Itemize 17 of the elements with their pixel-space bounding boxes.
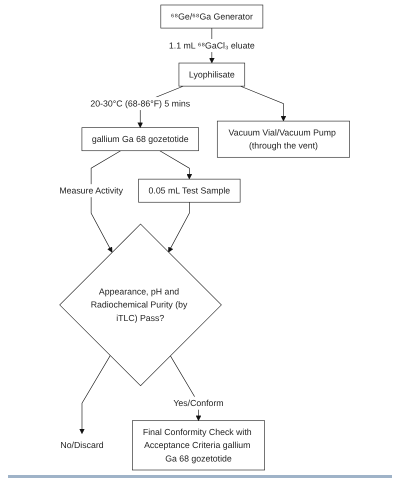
edge-label: Measure Activity	[59, 185, 123, 196]
node-box: ⁶⁸Ge/⁶⁸Ga Generator	[160, 4, 264, 28]
arrow	[90, 150, 122, 252]
edge-label: 1.1 mL ⁶⁸GaCl₃ eluate	[168, 40, 255, 50]
node-box: Vacuum Vial/Vacuum Pump (through the vent)	[216, 120, 350, 158]
node-diamond: Appearance, pH and Radiochemical Purity (by iTLC) Pass?	[59, 224, 222, 386]
edge-label: 20-30°C (68-86°F) 5 mins	[90, 98, 190, 108]
node-box: 0.05 mL Test Sample	[138, 178, 240, 203]
arrow	[168, 202, 190, 252]
node-box: Final Conformity Check with Acceptance Criteria gallium Ga 68 gozetotide	[132, 420, 265, 470]
node-box: Lyophilisate	[178, 62, 246, 86]
arrow	[79, 355, 110, 434]
node-box: gallium Ga 68 gozetotide	[82, 127, 199, 152]
node-text: No/Discard	[60, 440, 104, 450]
arrow	[159, 150, 192, 180]
edge-label: Yes/Conform	[173, 398, 224, 408]
arrow	[240, 86, 286, 122]
